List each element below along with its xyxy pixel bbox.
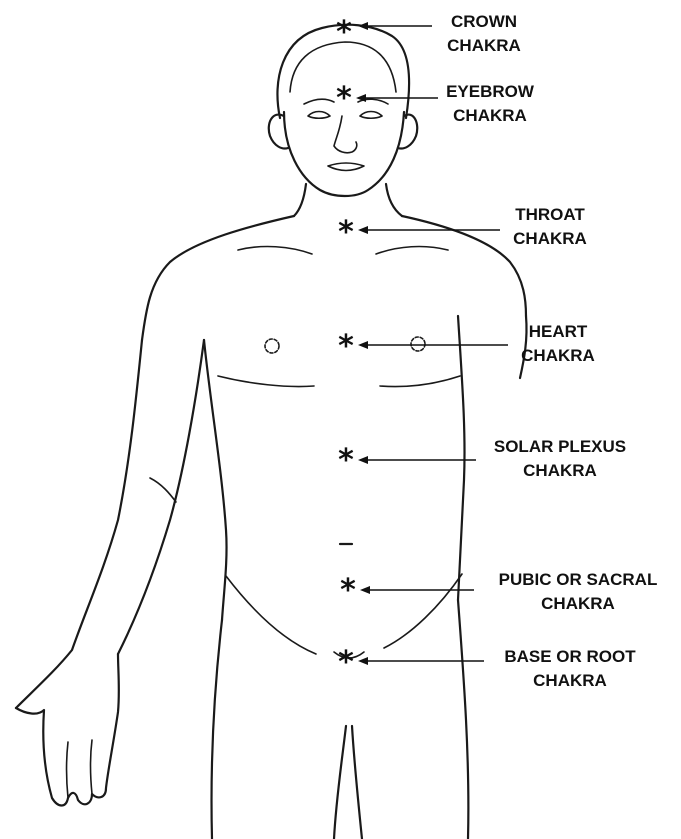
mouth	[328, 163, 364, 171]
sacral-label-line2: CHAKRA	[480, 592, 676, 616]
throat-chakra-label: THROAT CHAKRA	[500, 203, 600, 251]
inner-leg-right	[352, 726, 362, 839]
collarbone-left	[238, 247, 312, 254]
finger-line-2	[91, 740, 93, 794]
heart-arrowhead	[358, 341, 368, 349]
solar-plexus-chakra-label: SOLAR PLEXUS CHAKRA	[480, 435, 640, 483]
eyebrow-chakra-marker: *	[336, 81, 352, 116]
left-arm-outer	[16, 340, 142, 708]
chest-left	[218, 376, 314, 387]
throat-arrowhead	[358, 226, 368, 234]
finger-line-1	[67, 742, 69, 798]
root-label-line2: CHAKRA	[490, 669, 650, 693]
neck-right	[386, 184, 402, 216]
eyebrow-label-line2: CHAKRA	[440, 104, 540, 128]
solar-plexus-arrowhead	[358, 456, 368, 464]
body-figure	[16, 25, 527, 839]
sacral-label-line1: PUBIC OR SACRAL	[480, 568, 676, 592]
eyebrow-label-line1: EYEBROW	[440, 80, 540, 104]
crown-arrowhead	[358, 22, 368, 30]
left-arm-inner	[118, 340, 204, 654]
root-chakra-label: BASE OR ROOT CHAKRA	[490, 645, 650, 693]
nose	[334, 116, 357, 153]
solar-plexus-label-line1: SOLAR PLEXUS	[480, 435, 640, 459]
sacral-chakra-label: PUBIC OR SACRAL CHAKRA	[480, 568, 676, 616]
crown-chakra-label: CROWN CHAKRA	[436, 10, 532, 58]
hip-line-right	[384, 574, 462, 648]
hip-line-left	[226, 576, 316, 654]
left-eye	[308, 112, 330, 119]
left-shoulder	[142, 216, 294, 340]
solar-plexus-chakra-marker: *	[338, 443, 354, 478]
elbow-crease	[150, 478, 176, 502]
left-eyebrow	[304, 99, 334, 104]
throat-label-line2: CHAKRA	[500, 227, 600, 251]
eyebrow-chakra-label: EYEBROW CHAKRA	[440, 80, 540, 128]
heart-label-line2: CHAKRA	[508, 344, 608, 368]
root-arrowhead	[358, 657, 368, 665]
solar-plexus-label-line2: CHAKRA	[480, 459, 640, 483]
root-label-line1: BASE OR ROOT	[490, 645, 650, 669]
throat-label-line1: THROAT	[500, 203, 600, 227]
inner-leg-left	[334, 726, 346, 839]
torso-right-side	[458, 316, 465, 600]
right-leg-outer	[458, 600, 468, 839]
sacral-arrowhead	[360, 586, 370, 594]
left-leg-outer	[211, 620, 222, 839]
right-nipple	[411, 337, 425, 351]
root-chakra-marker: *	[338, 645, 354, 680]
heart-label-line1: HEART	[508, 320, 608, 344]
neck-left	[294, 184, 306, 216]
throat-chakra-marker: *	[338, 215, 354, 250]
crown-label-line2: CHAKRA	[436, 34, 532, 58]
crown-chakra-marker: *	[336, 15, 352, 50]
heart-chakra-marker: *	[338, 329, 354, 364]
left-nipple	[265, 339, 279, 353]
right-eye	[360, 112, 382, 119]
sacral-chakra-marker: *	[340, 573, 356, 608]
crown-label-line1: CROWN	[436, 10, 532, 34]
chest-right	[380, 376, 460, 387]
torso-left-side	[204, 340, 227, 620]
heart-chakra-label: HEART CHAKRA	[508, 320, 608, 368]
collarbone-right	[376, 247, 448, 254]
